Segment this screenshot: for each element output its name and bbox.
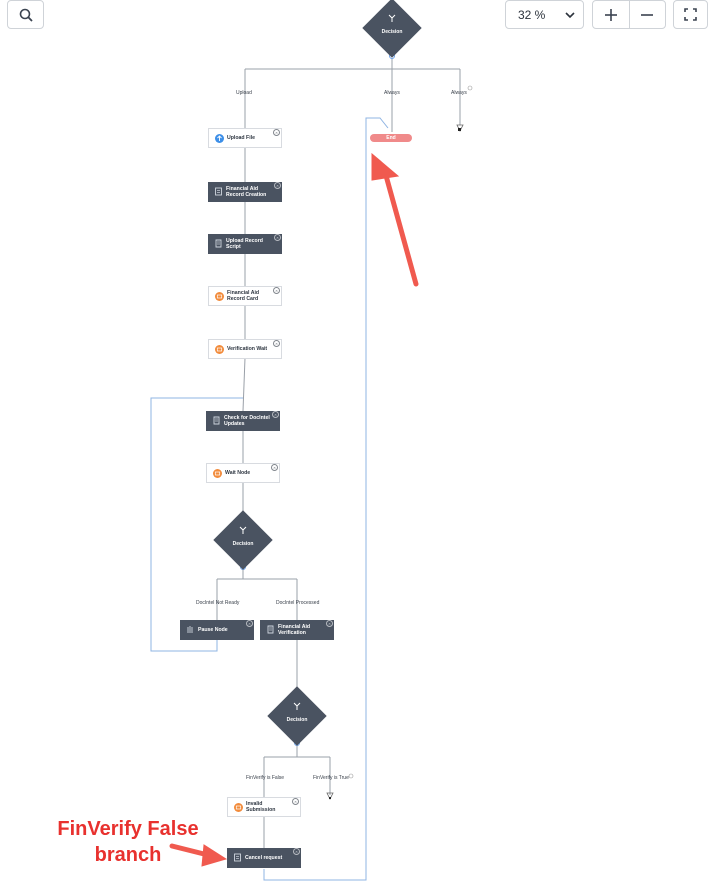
decision-label: Decision [381, 29, 403, 35]
node-label: Wait Node [225, 470, 251, 476]
card-icon [234, 803, 243, 812]
plus-icon [604, 8, 617, 21]
edge-label-finverify-true: FinVerify is True [313, 775, 349, 781]
zoom-in-button[interactable] [593, 1, 629, 28]
node-upload-record-script[interactable]: Upload Record Script × [208, 234, 282, 254]
pause-icon [187, 626, 193, 633]
node-pause-node[interactable]: Pause Node × [180, 620, 254, 640]
close-icon[interactable]: × [326, 620, 333, 627]
node-label: Upload File [227, 135, 255, 141]
close-icon[interactable]: × [273, 287, 280, 294]
decision-top[interactable]: Decision [362, 0, 422, 58]
node-label: Cancel request [245, 855, 283, 861]
script-icon [267, 625, 274, 634]
close-icon[interactable]: × [246, 620, 253, 627]
close-icon[interactable]: × [272, 411, 279, 418]
node-wait-node[interactable]: Wait Node × [206, 463, 280, 483]
zoom-controls [592, 0, 666, 29]
card-icon [215, 292, 224, 301]
annotation-text: FinVerify False branch [28, 816, 228, 868]
script-icon [215, 239, 222, 248]
zoom-out-button[interactable] [628, 1, 666, 28]
node-label: Check for DocIntel Updates [224, 415, 270, 427]
edge-label-always: Always [384, 90, 400, 96]
minus-icon [641, 13, 654, 16]
node-label: Financial Aid Verification [278, 624, 311, 636]
chevron-down-icon [565, 11, 575, 18]
node-label: Upload Record Script [226, 238, 263, 250]
branch-icon [239, 526, 247, 534]
close-icon[interactable]: × [292, 798, 299, 805]
edge-label-docintel-not-ready: DocIntel Not Ready [196, 600, 240, 606]
close-icon[interactable]: × [273, 340, 280, 347]
node-check-for-docintel-updates[interactable]: Check for DocIntel Updates × [206, 411, 280, 431]
record-icon [215, 187, 222, 196]
close-icon[interactable]: × [274, 182, 281, 189]
branch-icon [388, 14, 396, 22]
branch-icon [293, 702, 301, 710]
close-icon[interactable]: × [274, 234, 281, 241]
wait-icon [213, 469, 222, 478]
wait-icon [215, 345, 224, 354]
close-icon[interactable]: × [293, 848, 300, 855]
edge-label-finverify-false: FinVerify is False [246, 775, 285, 781]
node-financial-aid-record-creation[interactable]: Financial Aid Record Creation × [208, 182, 282, 202]
zoom-select[interactable]: 32 % [505, 0, 584, 29]
node-verification-wait[interactable]: Verification Wait × [208, 339, 282, 359]
decision-bottom[interactable]: Decision [267, 686, 327, 746]
fullscreen-button[interactable] [673, 0, 708, 29]
node-invalid-submission[interactable]: Invalid Submission × [227, 797, 301, 817]
search-icon [19, 8, 33, 22]
script-icon [213, 416, 220, 425]
node-upload-file[interactable]: Upload File × [208, 128, 282, 148]
fullscreen-icon [684, 8, 697, 21]
search-button[interactable] [7, 0, 44, 29]
node-label: Financial Aid Record Card [227, 290, 260, 302]
annotation-line-2: branch [94, 844, 162, 866]
decision-label: Decision [286, 717, 308, 723]
node-label: Pause Node [198, 627, 228, 633]
close-icon[interactable]: × [273, 129, 280, 136]
record-icon [234, 853, 241, 862]
end-node[interactable]: End [370, 134, 412, 142]
close-icon[interactable]: × [271, 464, 278, 471]
edge-label-upload: Upload [236, 90, 252, 96]
node-label: Financial Aid Record Creation [226, 186, 267, 198]
node-cancel-request[interactable]: Cancel request × [227, 848, 301, 868]
node-label: Verification Wait [227, 346, 268, 352]
decision-middle[interactable]: Decision [213, 510, 273, 570]
edge-label-docintel-processed: DocIntel Processed [276, 600, 320, 606]
upload-icon [215, 134, 224, 143]
node-financial-aid-record-card[interactable]: Financial Aid Record Card × [208, 286, 282, 306]
edge-label-always: Always [451, 90, 467, 96]
zoom-value: 32 % [518, 7, 546, 22]
annotation-line-1: FinVerify False [57, 818, 199, 840]
node-financial-aid-verification[interactable]: Financial Aid Verification × [260, 620, 334, 640]
node-label: Invalid Submission [246, 801, 276, 813]
decision-label: Decision [232, 541, 254, 547]
